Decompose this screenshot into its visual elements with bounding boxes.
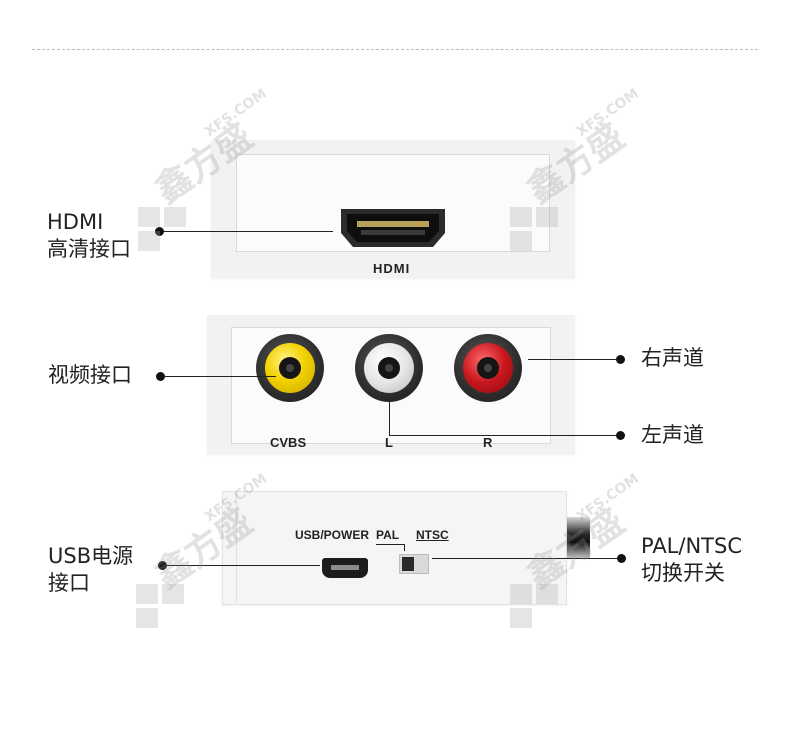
- slide-switch-knob[interactable]: [402, 557, 414, 571]
- left-audio-connector: [355, 334, 423, 402]
- cvbs-label: CVBS: [270, 435, 307, 450]
- watermark-3-brand: 鑫方盛: [148, 501, 261, 597]
- usb-callout-label: USB电源 接口: [48, 543, 133, 597]
- left-audio-hole: [378, 357, 400, 379]
- right-audio-callout-label: 右声道: [641, 346, 704, 370]
- right-audio-dot: [616, 355, 625, 364]
- pal-bracket: [376, 544, 405, 551]
- right-audio-connector: [454, 334, 522, 402]
- video-callout-dot: [156, 372, 165, 381]
- usb-callout-dot: [158, 561, 167, 570]
- switch-callout-dot: [617, 554, 626, 563]
- watermark-4-brand: 鑫方盛: [520, 501, 633, 597]
- l-label: L: [385, 435, 393, 450]
- hdmi-port-label: HDMI: [373, 261, 411, 276]
- video-callout-leader: [164, 376, 276, 377]
- hdmi-port: [341, 209, 445, 249]
- usb-callout-leader: [166, 565, 320, 566]
- watermark-2-brand: 鑫方盛: [520, 116, 633, 212]
- left-audio-leader: [389, 435, 616, 436]
- usb-callout-line2: 接口: [48, 571, 90, 595]
- mini-usb-port: [322, 558, 368, 578]
- hdmi-callout-leader: [163, 231, 333, 232]
- r-label: R: [483, 435, 493, 450]
- hdmi-callout-line2: 高清接口: [47, 237, 131, 261]
- top-dashed-divider: [32, 49, 758, 50]
- hdmi-callout-label: HDMI 高清接口: [47, 209, 131, 263]
- right-audio-leader: [528, 359, 616, 360]
- usb-power-label: USB/POWER: [295, 528, 370, 542]
- right-audio-hole: [477, 357, 499, 379]
- video-callout-label: 视频接口: [48, 363, 132, 387]
- hdmi-panel: HDMI: [211, 140, 575, 278]
- left-audio-leader-vertical: [389, 402, 390, 435]
- switch-callout-leader: [432, 558, 617, 559]
- left-audio-callout-label: 左声道: [641, 423, 704, 447]
- hdmi-callout-line1: HDMI: [47, 210, 104, 234]
- usb-callout-line1: USB电源: [48, 544, 134, 568]
- cvbs-connector: [256, 334, 324, 402]
- switch-callout-label: PAL/NTSC 切换开关: [641, 533, 742, 587]
- ntsc-label: NTSC: [416, 528, 449, 542]
- pal-label: PAL: [376, 528, 400, 542]
- usb-panel: USB/POWER PAL NTSC: [222, 491, 567, 605]
- watermark-3: 鑫方盛 XFS.COM: [136, 471, 290, 640]
- av-panel: CVBS L R: [207, 315, 575, 454]
- cvbs-hole: [279, 357, 301, 379]
- watermark-1-brand: 鑫方盛: [148, 116, 261, 212]
- usb-panel-top-edge: [236, 493, 237, 603]
- pal-ntsc-slide-switch[interactable]: [399, 554, 429, 574]
- switch-callout-line2: 切换开关: [641, 561, 725, 585]
- switch-callout-line1: PAL/NTSC: [641, 534, 742, 558]
- watermark-4: 鑫方盛 XFS.COM: [510, 471, 660, 640]
- hdmi-callout-dot: [155, 227, 164, 236]
- left-audio-dot: [616, 431, 625, 440]
- watermark-2: 鑫方盛 XFS.COM: [510, 86, 660, 265]
- watermark-1: 鑫方盛 XFS.COM: [138, 86, 290, 265]
- hdmi-port-shape: [341, 209, 445, 247]
